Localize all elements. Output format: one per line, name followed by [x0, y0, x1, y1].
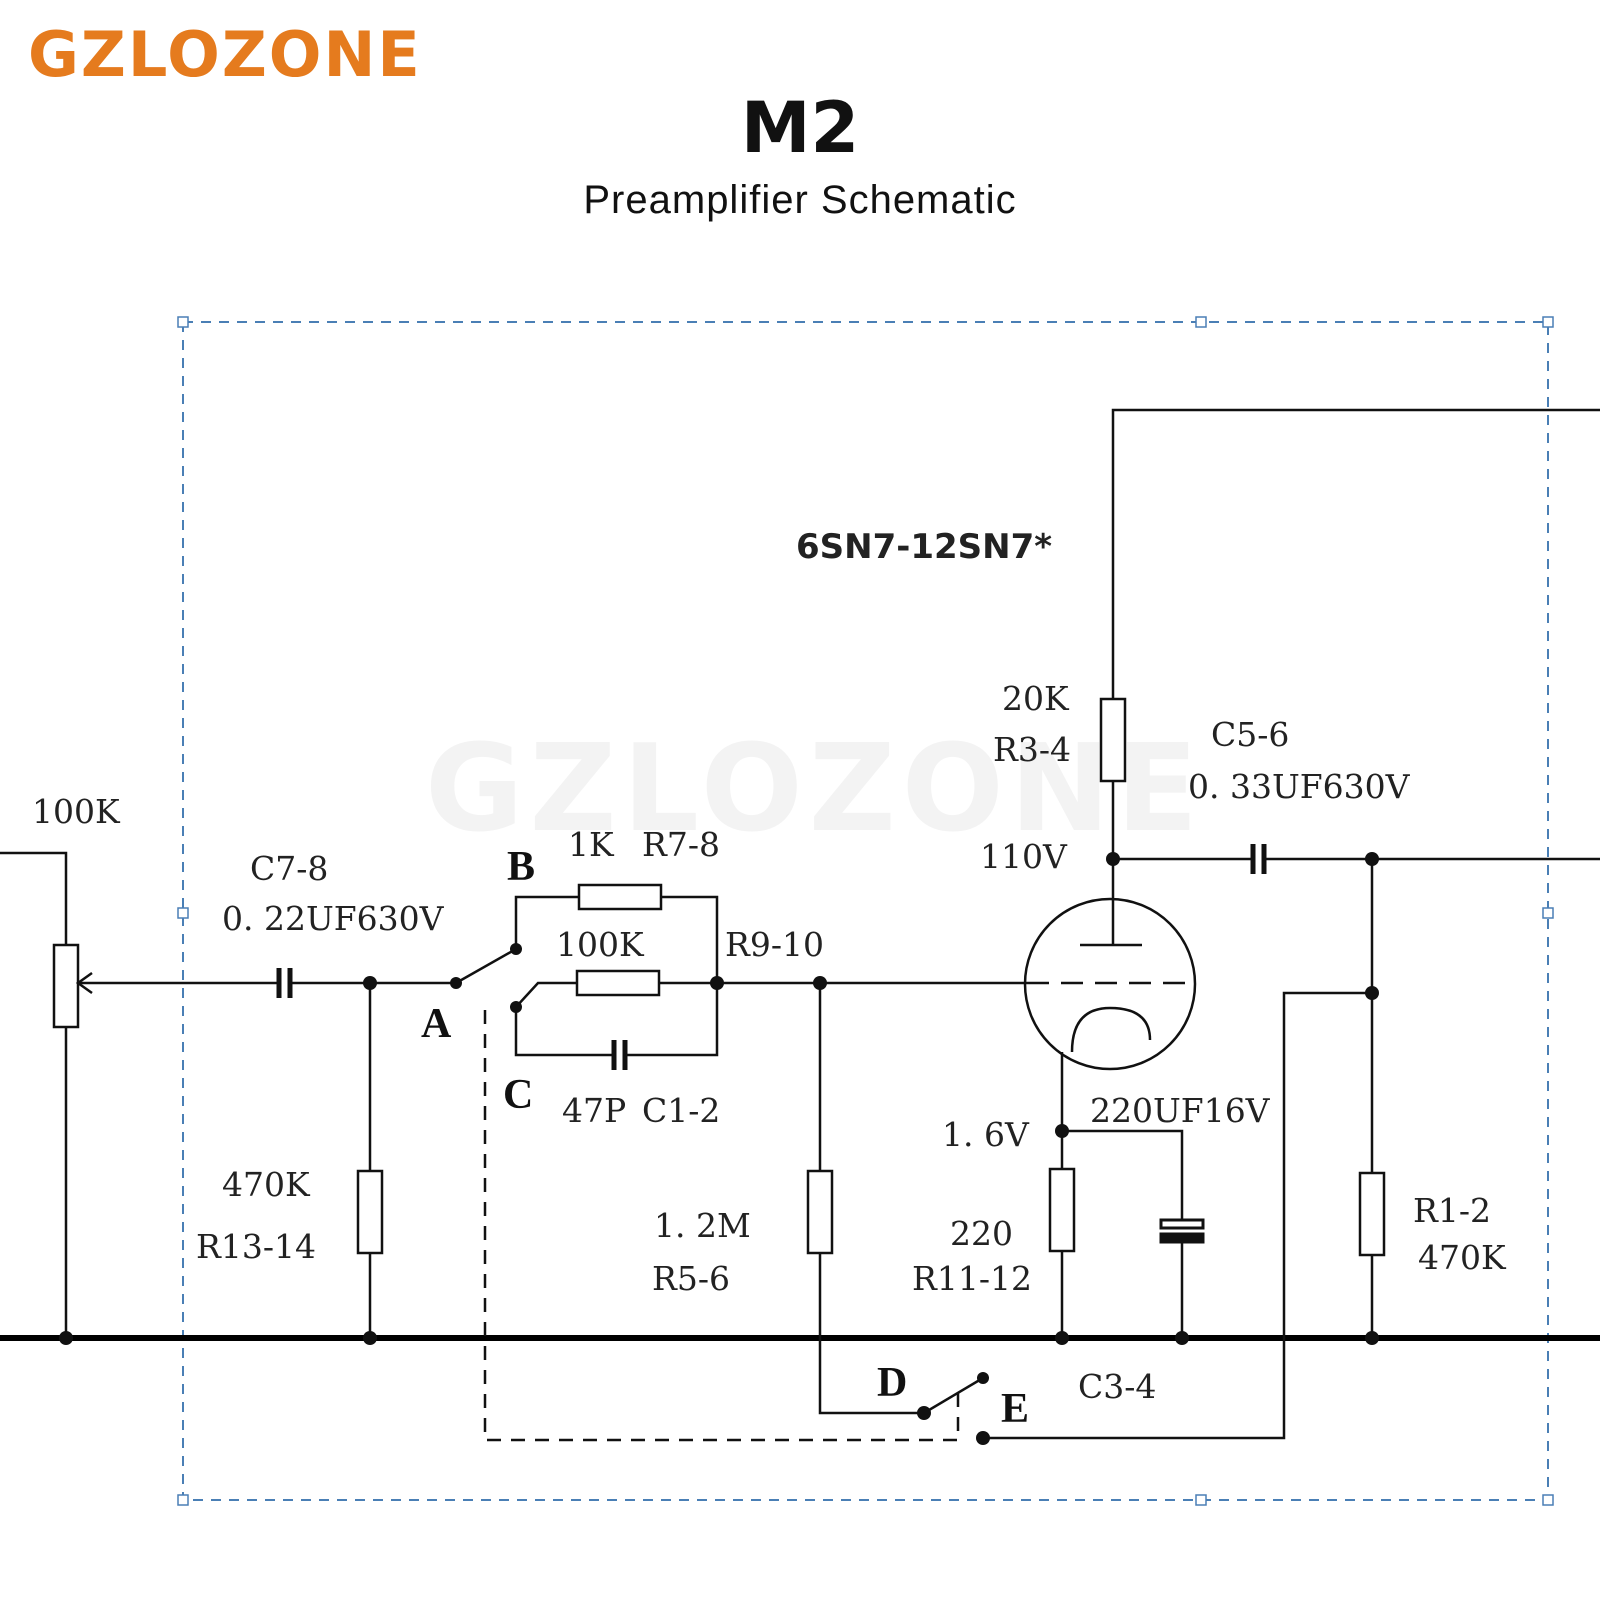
node-a-label: A	[421, 1001, 452, 1047]
r9-10-value-label: 100K	[556, 925, 645, 964]
c5-6-name-label: C5-6	[1211, 715, 1289, 754]
node-c-label: C	[503, 1072, 533, 1118]
resistor-r5-6	[806, 983, 924, 1415]
watermark: GZLOZONE	[425, 720, 1204, 859]
tube-type-label: 6SN7-12SN7*	[796, 527, 1052, 567]
r13-14-value-label: 470K	[222, 1165, 311, 1204]
volume-potentiometer	[0, 851, 278, 1338]
r9-10-name-label: R9-10	[725, 925, 824, 964]
c3-4-name-label: C3-4	[1078, 1367, 1156, 1406]
selector-switch-abc	[455, 883, 1027, 1070]
resistor-r3-4	[1099, 697, 1127, 783]
c5-6-value-label: 0. 33UF630V	[1188, 767, 1411, 806]
r7-8-value-label: 1K	[568, 825, 615, 864]
node-e-label: E	[1001, 1386, 1029, 1432]
r1-2-value-label: 470K	[1418, 1238, 1507, 1277]
r3-4-value-label: 20K	[1002, 679, 1070, 718]
node-d-label: D	[877, 1360, 907, 1406]
selector-switch-de	[923, 991, 1372, 1440]
r3-4-name-label: R3-4	[993, 730, 1071, 769]
resistor-r13-14	[356, 983, 384, 1338]
r5-6-name-label: R5-6	[652, 1259, 730, 1298]
c1-2-name-label: C1-2	[642, 1091, 720, 1130]
r13-14-name-label: R13-14	[196, 1227, 316, 1266]
cathode-network	[1048, 1129, 1205, 1338]
c1-2-value-label: 47P	[562, 1091, 626, 1130]
page-title: M2	[741, 87, 859, 169]
r11-12-name-label: R11-12	[912, 1259, 1032, 1298]
plate-voltage-label: 110V	[980, 837, 1068, 876]
selection-frame	[177, 316, 1554, 1506]
r5-6-value-label: 1. 2M	[654, 1206, 751, 1245]
cathode-voltage-label: 1. 6V	[942, 1115, 1030, 1154]
resistor-r1-2	[1358, 859, 1386, 1338]
pot-value-label: 100K	[32, 792, 121, 831]
c7-8-value-label: 0. 22UF630V	[222, 899, 445, 938]
r7-8-name-label: R7-8	[642, 825, 720, 864]
c3-4-value-label: 220UF16V	[1090, 1091, 1271, 1130]
vacuum-tube	[1023, 859, 1197, 1131]
c7-8-name-label: C7-8	[250, 849, 328, 888]
r1-2-name-label: R1-2	[1413, 1191, 1491, 1230]
capacitor-c5-6	[1113, 844, 1600, 874]
page-subtitle: Preamplifier Schematic	[583, 178, 1016, 222]
r11-12-value-label: 220	[950, 1214, 1013, 1253]
node-b-label: B	[507, 844, 535, 890]
brand-logo: GZLOZONE	[28, 18, 422, 91]
junction-dots	[59, 852, 1379, 1445]
